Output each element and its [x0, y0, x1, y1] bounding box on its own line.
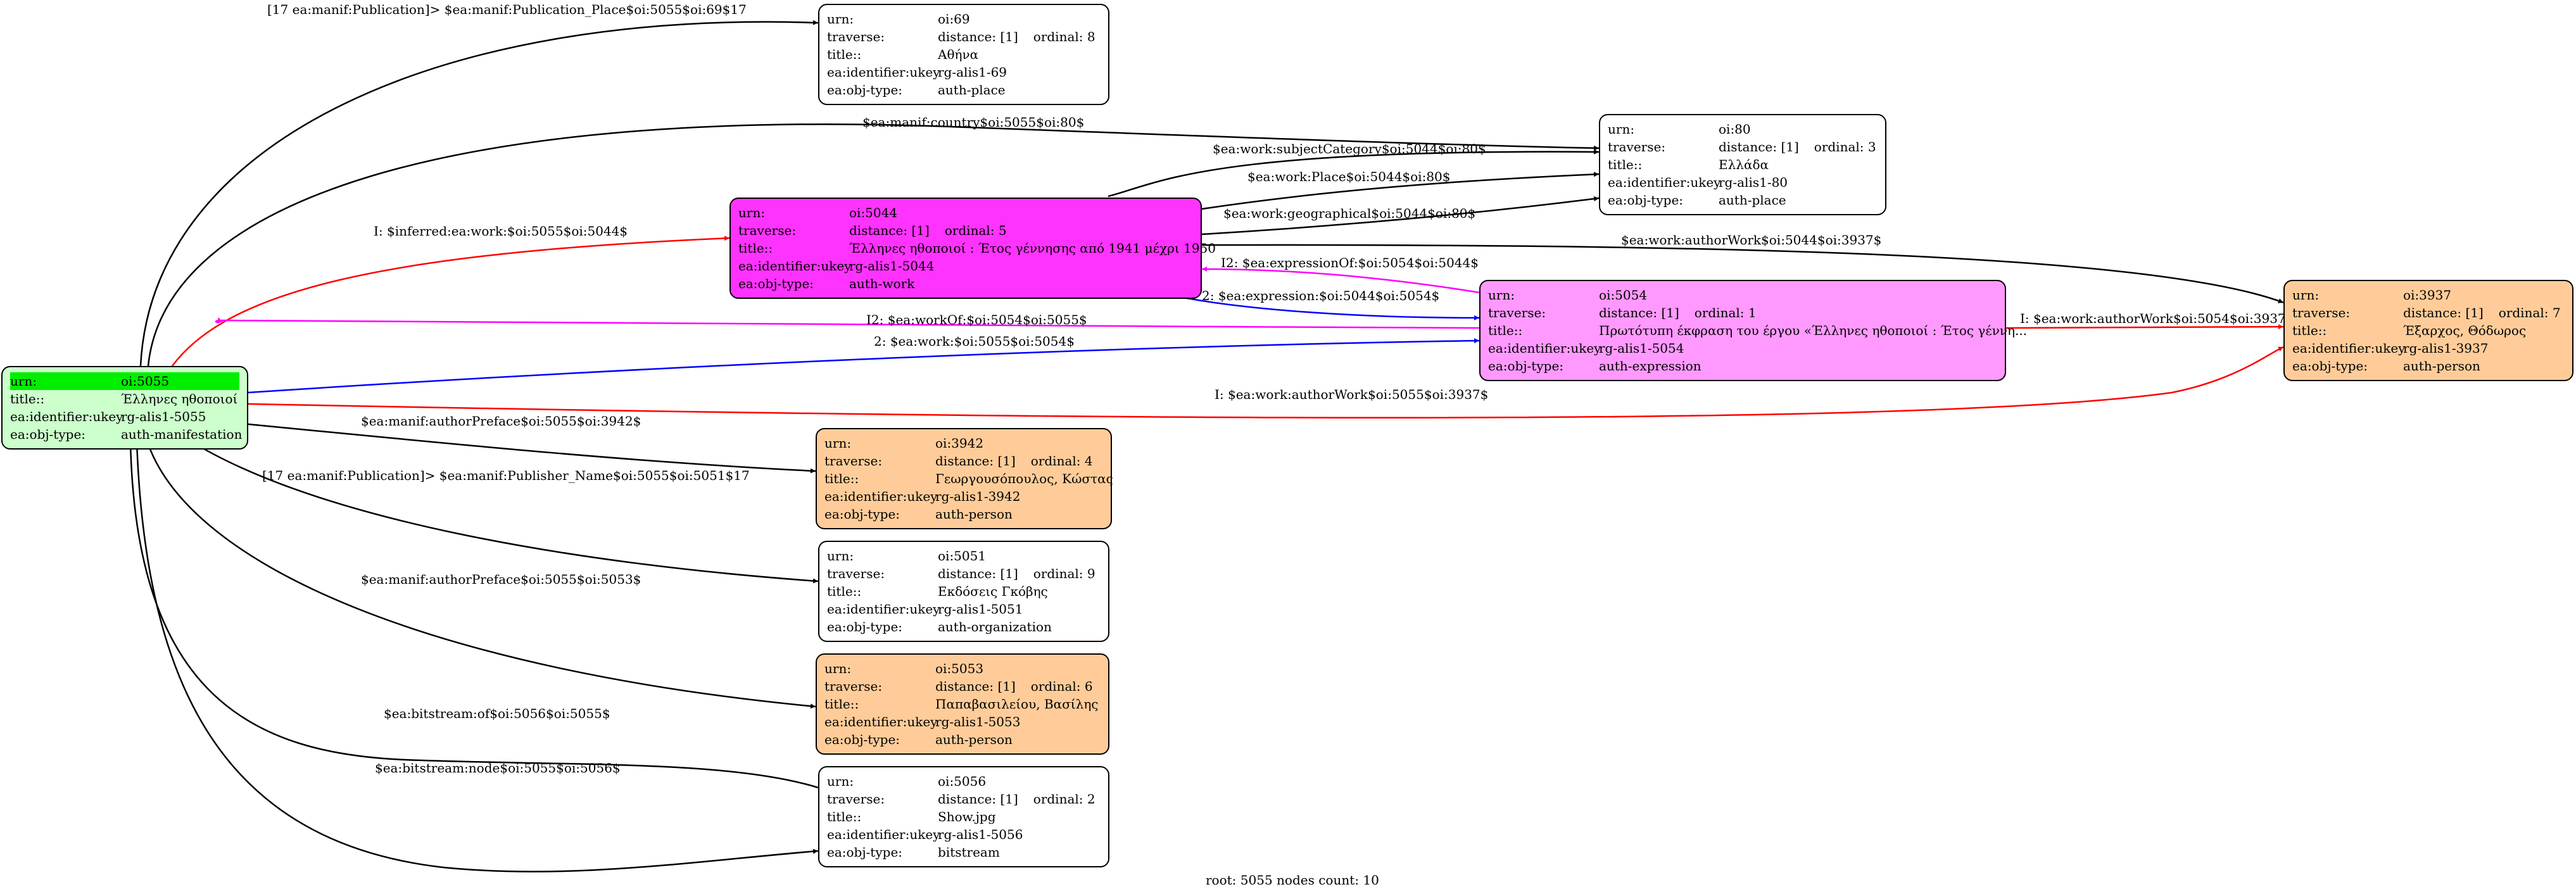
- node-title: Show.jpg: [938, 809, 996, 824]
- edge-publication-place: [139, 20, 819, 367]
- edge-label: I: $inferred:ea:work:$oi:5055$oi:5044$: [374, 224, 628, 239]
- edge-label: I: $ea:work:authorWork$oi:5055$oi:3937$: [1215, 387, 1488, 402]
- edge-label: I2: $ea:expressionOf:$oi:5054$oi:5044$: [1221, 255, 1479, 270]
- node-title: Παπαβασιλείου, Βασίλης: [935, 696, 1099, 712]
- edge-label: I: $ea:work:authorWork$oi:5054$oi:3937$: [2020, 311, 2294, 326]
- node-title: Έξαρχος, Θόδωρος: [2403, 323, 2527, 338]
- edge-bitstream-node: [136, 441, 819, 872]
- edge-label: $ea:work:geographical$oi:5044$oi:80$: [1223, 206, 1475, 221]
- edge-bitstream-of: [128, 441, 819, 789]
- node-title: Εκδόσεις Γκόβης: [938, 584, 1048, 599]
- edge-authorwork-5055: [248, 346, 2284, 419]
- edge-label: [17 ea:manif:Publication]> $ea:manif:Pub…: [262, 468, 750, 483]
- edge-label: $ea:bitstream:of$oi:5056$oi:5055$: [384, 706, 610, 721]
- node-5051[interactable]: urn:oi:5051 traverse:distance: [1]ordina…: [818, 541, 1109, 642]
- edge-label: I2: $ea:workOf:$oi:5054$oi:5055$: [866, 312, 1087, 327]
- edge-label: $ea:bitstream:node$oi:5055$oi:5056$: [375, 760, 621, 776]
- edge-work: [248, 338, 1480, 394]
- edge-manif-country: [147, 123, 1600, 367]
- node-3942[interactable]: urn:oi:3942 traverse:distance: [1]ordina…: [816, 428, 1113, 529]
- edge-subject-category: [1108, 149, 1600, 198]
- edge-inferred-work: [171, 236, 730, 367]
- node-title: Έλληνες ηθοποιοί : Έτος γέννησης από 194…: [849, 241, 1216, 256]
- node-80[interactable]: urn:oi:80 traverse:distance: [1]ordinal:…: [1599, 114, 1886, 215]
- edge-work-place: [1201, 172, 1600, 210]
- node-3937[interactable]: urn:oi:3937 traverse:distance: [1]ordina…: [2283, 280, 2573, 381]
- node-title: Έλληνες ηθοποιοί: [121, 391, 238, 406]
- edge-publisher: [189, 439, 819, 584]
- edge-work-geographical: [1201, 196, 1600, 236]
- edge-authorwork-5044: [1201, 244, 2284, 304]
- edge-label: $ea:manif:country$oi:5055$oi:80$: [862, 115, 1084, 130]
- edge-expression-of: [1201, 267, 1480, 294]
- node-title: Πρωτότυπη έκφραση του έργου «Έλληνες ηθο…: [1599, 323, 2028, 338]
- edge-label: $ea:work:Place$oi:5044$oi:80$: [1247, 169, 1451, 184]
- node-5044[interactable]: urn:oi:5044 traverse:distance: [1]ordina…: [729, 198, 1216, 299]
- edge-label: $ea:work:subjectCategory$oi:5044$oi:80$: [1213, 141, 1486, 156]
- node-title: Γεωργουσόπουλος, Κώστας: [935, 471, 1113, 486]
- edge-label: 2: $ea:expression:$oi:5044$oi:5054$: [1202, 288, 1439, 303]
- edge-expression: [1158, 291, 1480, 320]
- urn-row: urn:oi:5055: [10, 372, 239, 390]
- node-5054[interactable]: urn:oi:5054 traverse:distance: [1]ordina…: [1479, 280, 2027, 381]
- edge-preface-3942: [248, 423, 816, 474]
- node-title: Ελλάδα: [1719, 157, 1769, 172]
- edge-label: [17 ea:manif:Publication]> $ea:manif:Pub…: [267, 2, 747, 17]
- edge-work-of: [215, 317, 1480, 329]
- node-5053[interactable]: urn:oi:5053 traverse:distance: [1]ordina…: [816, 653, 1109, 755]
- edge-label: 2: $ea:work:$oi:5055$oi:5054$: [874, 334, 1075, 349]
- edge-label: $ea:manif:authorPreface$oi:5055$oi:3942$: [361, 413, 641, 429]
- node-69[interactable]: urn:oi:69 traverse:distance: [1]ordinal:…: [818, 4, 1109, 105]
- node-5056[interactable]: urn:oi:5056 traverse:distance: [1]ordina…: [818, 766, 1109, 867]
- graph-footer: root: 5055 nodes count: 10: [1206, 872, 1379, 888]
- edge-authorwork-5054: [2005, 324, 2284, 330]
- edge-label: $ea:manif:authorPreface$oi:5055$oi:5053$: [361, 572, 641, 587]
- node-5055[interactable]: urn:oi:5055 title::Έλληνες ηθοποιοί ea:i…: [1, 366, 248, 450]
- edge-label: $ea:work:authorWork$oi:5044$oi:3937$: [1621, 232, 1881, 248]
- edge-preface-5053: [146, 440, 816, 709]
- node-title: Αθήνα: [938, 47, 979, 62]
